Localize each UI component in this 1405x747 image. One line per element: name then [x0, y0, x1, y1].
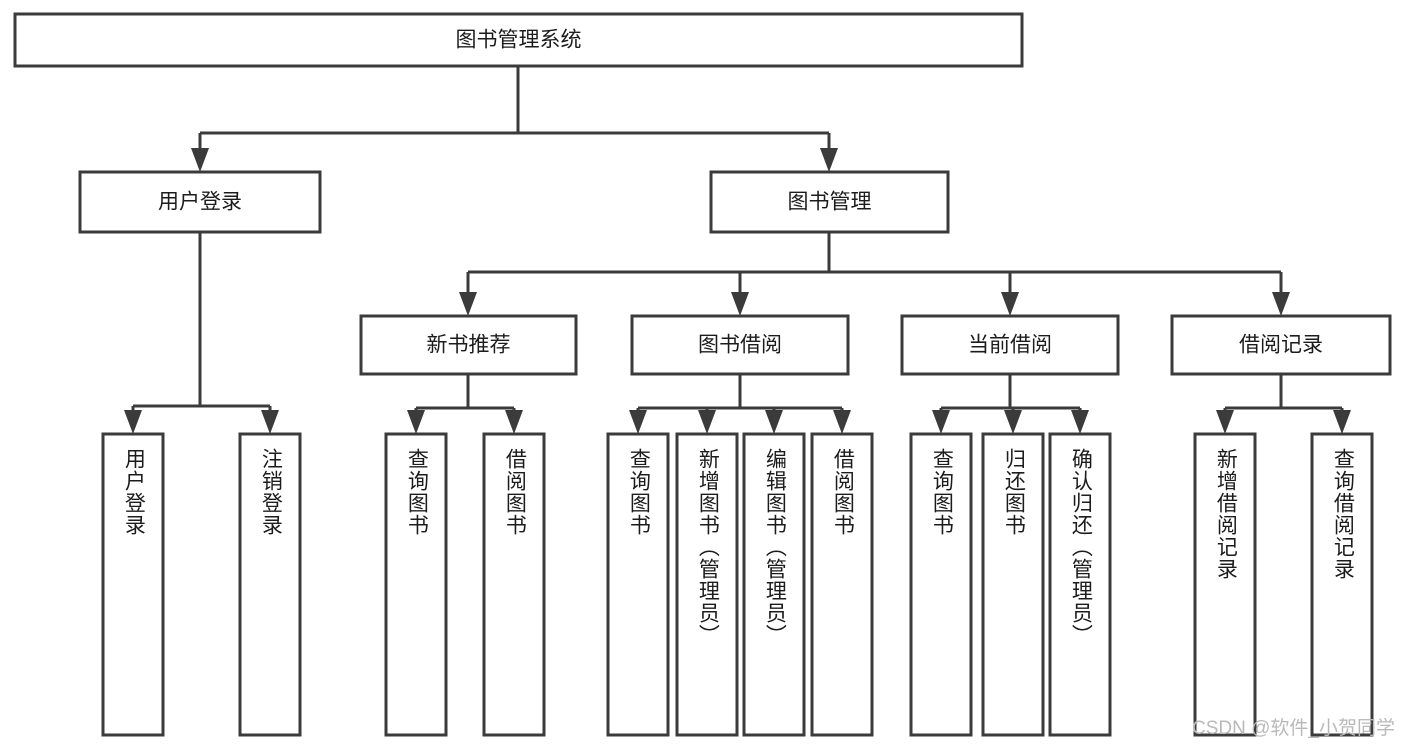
arrow-head-bookmgmt-to-level2-0	[459, 292, 477, 316]
node-box-leaf-logout-login[interactable]	[238, 432, 302, 737]
arrow-head-record-to-leaves-1	[1333, 410, 1351, 434]
node-box-leaf-return-book[interactable]	[981, 432, 1045, 737]
arrow-head-record-to-leaves-0	[1216, 410, 1234, 434]
node-box-leaf-edit-book-admin[interactable]	[742, 432, 806, 737]
node-label-leaf-query-book-borrow: 查询图书	[627, 448, 651, 536]
node-box-leaf-confirm-return-admin[interactable]	[1048, 432, 1112, 737]
node-label-current-borrow: 当前借阅	[968, 334, 1052, 357]
node-box-user-login[interactable]	[78, 170, 322, 234]
arrow-head-recommend-to-leaves-0	[407, 410, 425, 434]
node-label-leaf-query-book-rec: 查询图书	[405, 448, 429, 536]
node-box-leaf-query-book-borrow[interactable]	[606, 432, 670, 737]
node-label-borrow-record: 借阅记录	[1239, 334, 1323, 357]
node-box-leaf-query-book-rec[interactable]	[384, 432, 448, 737]
arrow-head-recommend-to-leaves-1	[505, 410, 523, 434]
node-label-leaf-user-login: 用户登录	[122, 448, 146, 536]
node-label-leaf-query-borrow-record: 查询借阅记录	[1331, 448, 1355, 580]
node-box-leaf-query-book-current[interactable]	[909, 432, 973, 737]
arrow-head-borrow-to-leaves-3	[833, 410, 851, 434]
arrow-head-current-to-leaves-1	[1004, 410, 1022, 434]
node-box-book-management[interactable]	[709, 170, 950, 234]
arrow-head-root-to-level1-1	[820, 148, 838, 172]
node-label-root: 图书管理系统	[456, 29, 582, 52]
node-box-leaf-borrow-book[interactable]	[810, 432, 874, 737]
node-label-leaf-return-book: 归还图书	[1002, 448, 1026, 536]
arrow-head-bookmgmt-to-level2-1	[731, 292, 749, 316]
node-label-leaf-borrow-book: 借阅图书	[831, 448, 855, 536]
node-box-leaf-query-borrow-record[interactable]	[1310, 432, 1374, 737]
node-box-leaf-user-login[interactable]	[101, 432, 165, 737]
arrow-head-userlogin-to-leaves-0	[124, 410, 142, 434]
arrow-head-borrow-to-leaves-0	[629, 410, 647, 434]
node-label-book-management: 图书管理	[788, 191, 872, 214]
arrow-head-userlogin-to-leaves-1	[261, 410, 279, 434]
node-box-book-borrow[interactable]	[630, 314, 850, 376]
node-label-book-borrow: 图书借阅	[698, 334, 782, 357]
csdn-watermark: CSDN @软件_小贺同学	[1192, 718, 1395, 739]
node-box-current-borrow[interactable]	[900, 314, 1120, 376]
node-label-leaf-add-borrow-record: 新增借阅记录	[1214, 448, 1238, 580]
connector-layer	[124, 66, 1351, 434]
node-box-leaf-borrow-book-rec[interactable]	[482, 432, 546, 737]
node-label-leaf-edit-book-admin: 编辑图书（管理员）	[763, 448, 787, 646]
node-label-leaf-confirm-return-admin: 确认归还（管理员）	[1069, 448, 1093, 646]
arrow-head-bookmgmt-to-level2-3	[1272, 292, 1290, 316]
node-label-leaf-borrow-book-rec: 借阅图书	[503, 448, 527, 536]
node-label-leaf-query-book-current: 查询图书	[930, 448, 954, 536]
arrow-head-bookmgmt-to-level2-2	[1001, 292, 1019, 316]
node-label-leaf-logout-login: 注销登录	[259, 448, 283, 536]
arrow-head-current-to-leaves-2	[1071, 410, 1089, 434]
node-label-leaf-add-book-admin: 新增图书（管理员）	[696, 448, 720, 646]
arrow-head-borrow-to-leaves-1	[698, 410, 716, 434]
arrow-head-current-to-leaves-0	[932, 410, 950, 434]
arrow-head-borrow-to-leaves-2	[765, 410, 783, 434]
node-label-user-login: 用户登录	[158, 191, 242, 214]
node-box-layer	[13, 12, 1392, 737]
node-box-leaf-add-book-admin[interactable]	[675, 432, 739, 737]
node-box-borrow-record[interactable]	[1170, 314, 1392, 376]
arrow-head-root-to-level1-0	[191, 148, 209, 172]
node-label-new-book-recommend: 新书推荐	[427, 334, 511, 357]
node-box-root[interactable]	[13, 12, 1024, 68]
node-box-leaf-add-borrow-record[interactable]	[1193, 432, 1257, 737]
node-box-new-book-recommend[interactable]	[359, 314, 578, 376]
